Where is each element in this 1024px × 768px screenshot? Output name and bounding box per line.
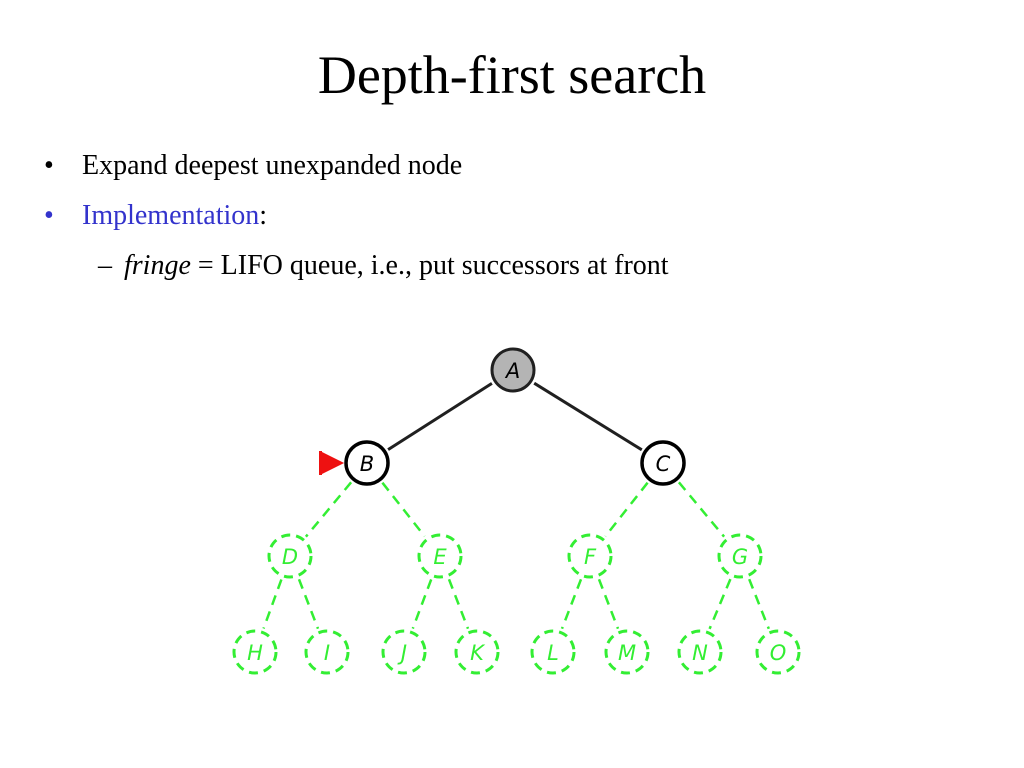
- bullet-text: Expand deepest unexpanded node: [82, 150, 463, 181]
- tree-node-label: M: [618, 641, 636, 665]
- tree-node-e: E: [417, 533, 463, 579]
- tree-nodes: A B C D E F G H I J K L M N O: [232, 347, 801, 675]
- tree-edge-e-k: [447, 578, 470, 630]
- implementation-link[interactable]: Implementation: [82, 200, 260, 231]
- fringe-pointer: [319, 451, 345, 475]
- tree-edge-c-g: [677, 481, 726, 538]
- tree-node-label: F: [584, 545, 597, 569]
- tree-node-label: D: [282, 545, 298, 569]
- sub-bullet-marker: –: [98, 250, 112, 281]
- tree-node-label: H: [247, 641, 263, 665]
- tree-node-circle: [267, 533, 313, 579]
- slide-title: Depth-first search: [317, 45, 707, 105]
- tree-node-circle: [717, 533, 763, 579]
- tree-node-a: A: [490, 347, 536, 393]
- tree-node-g: G: [717, 533, 763, 579]
- tree-node-j: J: [381, 629, 427, 675]
- tree-node-label: O: [770, 641, 787, 665]
- tree-node-circle: [755, 629, 801, 675]
- tree-node-circle: [417, 533, 463, 579]
- tree-node-h: H: [232, 629, 278, 675]
- fringe-pointer-bar: [319, 451, 322, 475]
- fringe-term: fringe: [124, 250, 191, 281]
- tree-node-circle: [530, 629, 576, 675]
- tree-node-circle: [454, 629, 500, 675]
- bullet-item-implementation: • Implementation:: [44, 191, 984, 241]
- sub-bullet-fringe: – fringe = LIFO queue, i.e., put success…: [44, 241, 984, 291]
- tree-edge-b-d: [304, 481, 353, 538]
- tree-node-d: D: [267, 533, 313, 579]
- tree-node-label: J: [397, 641, 407, 665]
- tree-edge-g-o: [748, 578, 770, 630]
- bullet-list: • Expand deepest unexpanded node • Imple…: [44, 141, 984, 291]
- tree-node-label: I: [324, 641, 330, 665]
- tree-node-c: C: [640, 440, 686, 486]
- tree-edge-f-l: [560, 578, 583, 630]
- tree-edge-b-e: [381, 481, 426, 538]
- tree-node-o: O: [755, 629, 801, 675]
- fringe-pointer-arrow-icon: [320, 451, 345, 475]
- tree-node-circle: [677, 629, 723, 675]
- tree-node-k: K: [454, 629, 500, 675]
- tree-node-circle: [344, 440, 390, 486]
- tree-node-label: E: [433, 545, 447, 569]
- tree-edges: [262, 381, 770, 630]
- tree-node-label: A: [504, 359, 520, 383]
- tree-node-i: I: [304, 629, 350, 675]
- bullet-item-expand: • Expand deepest unexpanded node: [44, 141, 984, 191]
- tree-node-n: N: [677, 629, 723, 675]
- tree-edge-f-m: [597, 578, 620, 630]
- bullet-marker: •: [44, 150, 54, 181]
- tree-node-circle: [490, 347, 536, 393]
- tree-edge-g-n: [708, 578, 732, 630]
- tree-node-circle: [640, 440, 686, 486]
- tree-node-l: L: [530, 629, 576, 675]
- sub-bullet-text: = LIFO queue, i.e., put successors at fr…: [190, 250, 669, 281]
- tree-edge-d-i: [297, 578, 320, 630]
- tree-node-label: L: [547, 641, 559, 665]
- tree-node-circle: [304, 629, 350, 675]
- tree-node-label: K: [470, 641, 486, 665]
- tree-edge-e-j: [411, 578, 433, 630]
- tree-edge-d-h: [262, 579, 283, 629]
- tree-node-label: C: [656, 452, 671, 476]
- bullet-marker: •: [44, 200, 54, 231]
- tree-node-f: F: [567, 533, 613, 579]
- tree-edge-a-b: [387, 382, 493, 451]
- bullet-suffix: :: [259, 200, 268, 231]
- tree-node-label: G: [732, 545, 748, 569]
- tree-edge-c-f: [604, 481, 649, 538]
- tree-node-circle: [381, 629, 427, 675]
- tree-edge-a-c: [533, 381, 643, 452]
- tree-node-m: M: [604, 629, 650, 675]
- tree-node-circle: [232, 629, 278, 675]
- tree-node-circle: [567, 533, 613, 579]
- tree-node-b: B: [344, 440, 390, 486]
- tree-node-circle: [604, 629, 650, 675]
- tree-node-label: B: [360, 452, 374, 476]
- tree-node-label: N: [692, 641, 708, 665]
